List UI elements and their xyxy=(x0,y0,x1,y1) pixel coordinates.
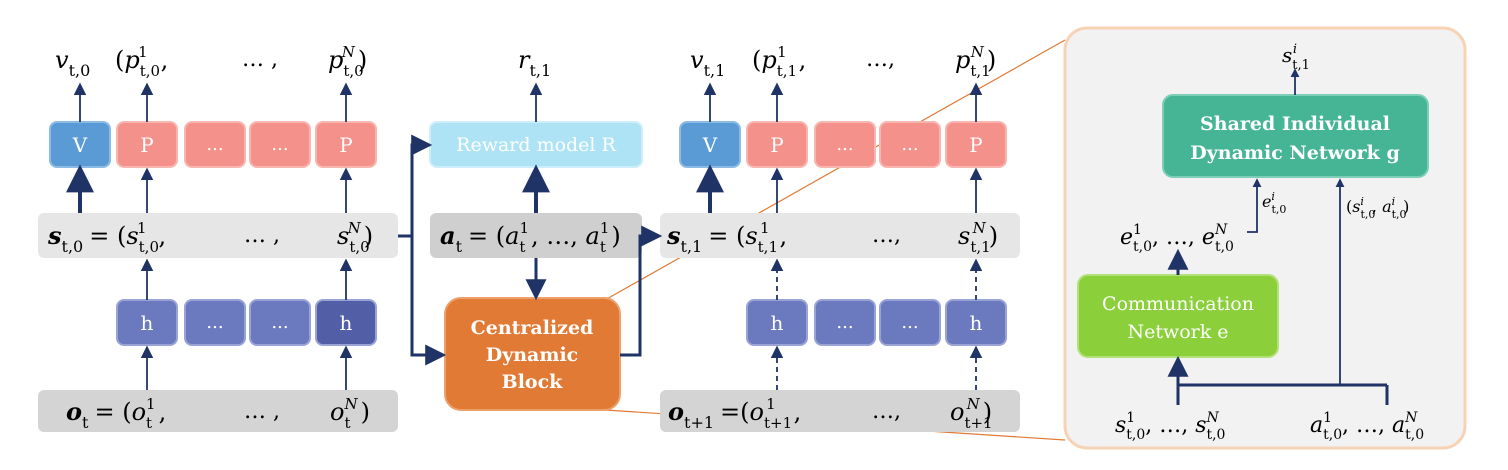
encoder-label-4: h xyxy=(340,311,353,335)
state-band-t0 xyxy=(38,213,398,258)
encoder-label-t1-4: h xyxy=(970,311,983,335)
encoder-box-3 xyxy=(249,299,311,346)
policy-head-box-2 xyxy=(184,121,246,168)
math-obs-t1-ellipsis: …, xyxy=(872,399,901,424)
value-head-label: V xyxy=(72,133,88,157)
encoder-label-2: ... xyxy=(206,312,223,333)
encoder-label-t1-3: ... xyxy=(901,312,918,333)
state-band-t1 xyxy=(660,213,1020,258)
encoder-box-t1-3 xyxy=(879,299,941,346)
math-p-t1-N: pt,1N) xyxy=(955,43,996,80)
math-p-t0-1: (pt,01, xyxy=(115,43,168,80)
math-state-t1-N: st,1N) xyxy=(958,219,998,256)
communication-network-box xyxy=(1077,274,1279,358)
encoder-label-1: h xyxy=(141,311,154,335)
policy-head-label-t1-1: P xyxy=(770,133,783,157)
math-p-t0-N: pt,0N) xyxy=(328,43,367,80)
zoom-line-top xyxy=(604,39,1066,301)
policy-head-label-3: ... xyxy=(271,134,288,155)
math-v-t0: vt,0 xyxy=(55,46,90,80)
math-state-t0-N: st,0N) xyxy=(337,219,373,256)
math-obs-t1-N: ot+1N) xyxy=(950,395,993,432)
policy-head-box-3 xyxy=(249,121,311,168)
policy-head-box-t1-3 xyxy=(879,121,941,168)
central-label-3: Block xyxy=(502,371,564,393)
math-state-t0: st,0= (st,01, xyxy=(47,219,166,256)
encoder-box-2 xyxy=(184,299,246,346)
reward-model-label: Reward model R xyxy=(456,134,616,156)
encoder-label-t1-1: h xyxy=(771,311,784,335)
policy-head-label-t1-2: ... xyxy=(836,134,853,155)
shared-label-2: Dynamic Network g xyxy=(1190,142,1399,164)
obs-band-t1 xyxy=(660,390,1020,432)
policy-head-box-t1-2 xyxy=(814,121,876,168)
policy-head-label-4: P xyxy=(339,133,352,157)
math-obs-t-N: otN) xyxy=(330,395,370,432)
math-ellipsis-t0: … , xyxy=(242,47,278,72)
math-obs-t-ellipsis: … , xyxy=(244,399,280,424)
arrow-state-to-central xyxy=(410,236,447,366)
math-ellipsis-t1: …, xyxy=(866,47,895,72)
arrow-state-to-reward xyxy=(398,134,433,238)
encoder-label-t1-2: ... xyxy=(836,312,853,333)
math-v-t1: vt,1 xyxy=(690,46,725,80)
arrow-central-to-state-t1 xyxy=(620,225,663,357)
math-r-t1: rt,1 xyxy=(518,46,551,80)
math-states-in: st,01, …, st,0N xyxy=(1115,410,1225,443)
math-p-t1-1: (pt,11, xyxy=(752,43,806,80)
policy-head-label-t1-4: P xyxy=(969,133,982,157)
math-state-t1-ellipsis: …, xyxy=(872,223,901,248)
shared-individual-network-box xyxy=(1162,94,1429,178)
shared-label-1: Shared Individual xyxy=(1200,113,1390,135)
value-head-label-t1: V xyxy=(702,133,718,157)
math-state-t0-ellipsis: … , xyxy=(244,223,280,248)
action-band xyxy=(430,213,642,258)
arrow-messages-to-shared xyxy=(1247,178,1262,233)
math-messages: et,01, …, et,0N xyxy=(1120,222,1234,255)
obs-band-t xyxy=(38,390,398,432)
policy-head-label-t1-3: ... xyxy=(901,134,918,155)
math-actions-in: at,01, …, at,0N xyxy=(1310,410,1424,443)
central-label-2: Dynamic xyxy=(486,344,579,366)
comm-label-1: Communication xyxy=(1102,293,1254,315)
policy-head-label-1: P xyxy=(140,133,153,157)
encoder-box-t1-2 xyxy=(814,299,876,346)
comm-label-2: Network e xyxy=(1127,321,1228,343)
encoder-label-3: ... xyxy=(271,312,288,333)
policy-head-label-2: ... xyxy=(206,134,223,155)
math-action: at= (at1, …, at1) xyxy=(440,219,621,256)
central-label-1: Centralized xyxy=(471,317,594,339)
